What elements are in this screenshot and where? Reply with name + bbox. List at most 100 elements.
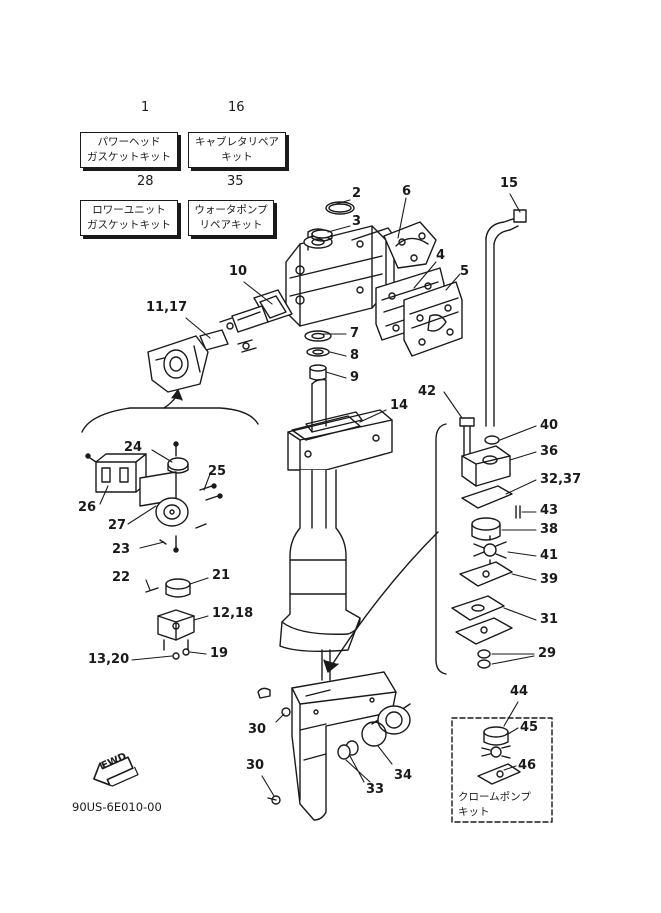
chrome-kit-label: クロームポンプ キット (458, 790, 531, 820)
grommet-part (477, 649, 491, 659)
pump-insert-part (471, 517, 501, 541)
bearing-part (304, 330, 332, 342)
cover-gasket-part (383, 221, 437, 269)
part-callout: 4 (436, 248, 446, 263)
kit-label-line2: ガスケットキット (87, 219, 171, 231)
kit-label-box: ロワーユニット ガスケットキット (80, 200, 178, 236)
part-callout: 30 (246, 758, 265, 773)
group-bracket (435, 423, 447, 675)
pump-gasket-part (461, 485, 513, 509)
forward-direction-arrow (93, 756, 139, 787)
part-callout: 3 (352, 214, 362, 229)
part-callout: 13,20 (88, 652, 130, 667)
kit-number: 1 (141, 100, 150, 115)
chrome-kit-box (451, 717, 553, 823)
part-callout: 46 (518, 758, 537, 773)
chrome-plate-part (477, 763, 521, 785)
kit-number: 28 (137, 174, 154, 189)
part-callout: 42 (418, 384, 437, 399)
pin-part (145, 587, 159, 593)
impeller-part (473, 535, 507, 565)
part-callout: 11,17 (146, 300, 188, 315)
kit-label-box: ウォータポンプ リペアキット (188, 200, 274, 236)
nut-part (172, 652, 180, 660)
propeller-shaft-housing-part (371, 703, 411, 735)
leader-lines (99, 193, 537, 797)
outer-plate-part (459, 561, 513, 587)
kit-label-line1: ウォータポンプ (194, 204, 268, 216)
part-callout: 32,37 (540, 472, 582, 487)
kit-label-line1: キャブレタリペア (195, 136, 279, 148)
part-callout: 26 (78, 500, 97, 515)
part-callout: 29 (538, 646, 557, 661)
kit-label-line2: キット (221, 151, 253, 163)
pump-cap-part (167, 457, 189, 471)
chrome-impeller-part (481, 745, 511, 759)
part-callout: 40 (540, 418, 559, 433)
part-callout: 41 (540, 548, 559, 563)
o-ring-lower-part (361, 721, 387, 747)
kit-label-line1: パワーヘッド (97, 136, 161, 148)
install-arrow (329, 531, 439, 669)
part-callout: 43 (540, 503, 559, 518)
carburetor-flange-part (199, 305, 269, 353)
o-ring-part (325, 201, 355, 215)
part-callout: 23 (112, 542, 131, 557)
kit-number: 35 (227, 174, 244, 189)
part-callout: 25 (208, 464, 227, 479)
kit-label-box: パワーヘッド ガスケットキット (80, 132, 178, 168)
lower-case-part (291, 671, 397, 821)
kit-label-line2: リペアキット (199, 219, 263, 231)
chrome-kit-line1: クロームポンプ (458, 791, 531, 803)
part-callout: 34 (394, 768, 413, 783)
powerhead-body-part (285, 225, 395, 327)
part-callout: 8 (350, 348, 360, 363)
group-bracket (81, 407, 259, 433)
part-callout: 31 (540, 612, 559, 627)
part-callout: 36 (540, 444, 559, 459)
driveshaft-housing-part (279, 469, 361, 681)
part-callout: 21 (212, 568, 231, 583)
drain-screw-part (281, 707, 291, 717)
part-callout: 33 (366, 782, 385, 797)
part-callout: 10 (229, 264, 248, 279)
water-tube-part (485, 209, 527, 427)
kit-label-line2: ガスケットキット (87, 151, 171, 163)
part-callout: 27 (108, 518, 127, 533)
part-callout: 5 (460, 264, 470, 279)
grommet-part (165, 578, 191, 598)
exhaust-cover-part (403, 281, 463, 357)
part-callout: 2 (352, 186, 362, 201)
drawing-code: 90US-6E010-00 (72, 800, 162, 814)
fuel-pump-part (95, 453, 189, 527)
part-callout: 44 (510, 684, 529, 699)
part-callout: 45 (520, 720, 539, 735)
upper-casing-part (287, 378, 393, 471)
mount-gasket-part (291, 415, 361, 441)
part-callout: 12,18 (212, 606, 254, 621)
kit-label-line1: ロワーユニット (92, 204, 166, 216)
grommet-part (484, 435, 500, 445)
part-callout: 9 (350, 370, 360, 385)
pump-plate-part (455, 617, 513, 645)
oil-seal-part (337, 740, 359, 760)
pump-housing-part (461, 445, 511, 487)
part-callout: 30 (248, 722, 267, 737)
washer-part (306, 347, 330, 357)
drain-screw-part (271, 795, 281, 805)
part-callout: 38 (540, 522, 559, 537)
pump-cartridge-part (451, 595, 505, 621)
pin-part (515, 505, 521, 519)
part-callout: 39 (540, 572, 559, 587)
part-callout: 22 (112, 570, 131, 585)
part-callout: 6 (402, 184, 412, 199)
screw-part (175, 485, 219, 549)
kit-label-box: キャブレタリペア キット (188, 132, 286, 168)
mount-bracket-part (157, 609, 195, 651)
intake-silencer-part (147, 335, 209, 393)
kit-number: 16 (228, 100, 245, 115)
part-callout: 14 (390, 398, 409, 413)
part-callout: 19 (210, 646, 229, 661)
